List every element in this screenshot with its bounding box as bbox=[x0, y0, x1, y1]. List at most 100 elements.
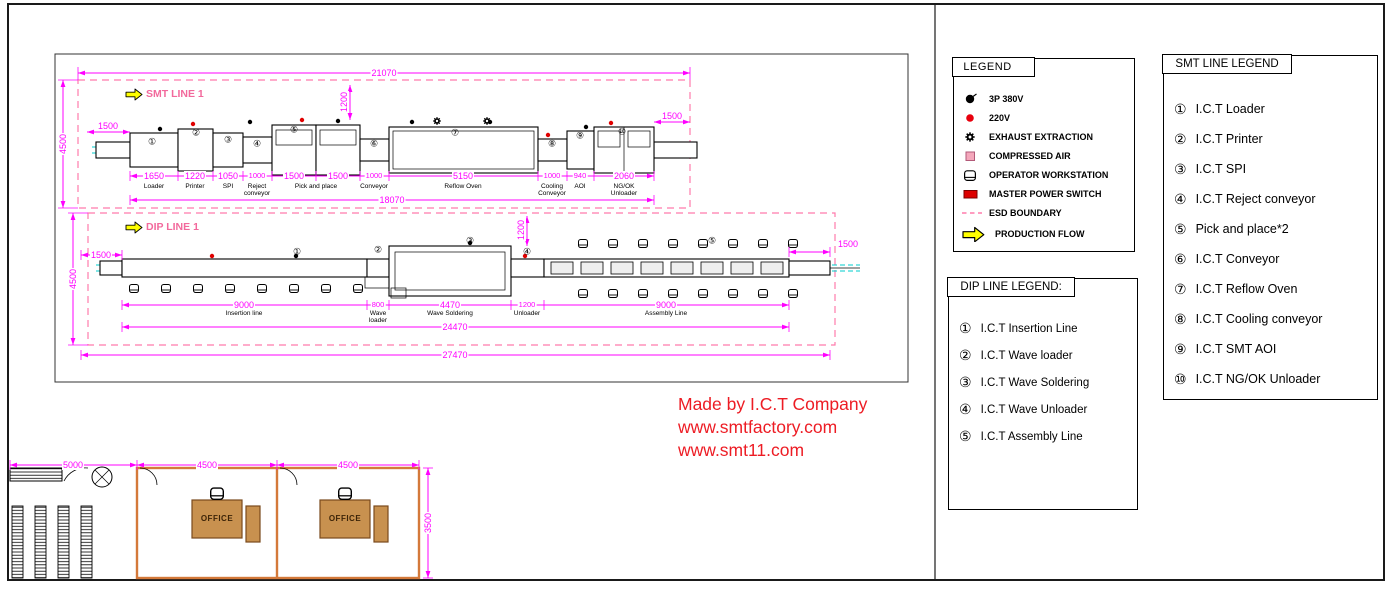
dimension-label: 800 bbox=[370, 300, 386, 310]
item-number: ⑤ bbox=[959, 428, 972, 444]
legend-item: ESD BOUNDARY bbox=[954, 203, 1134, 222]
legend-item-label: I.C.T Reflow Oven bbox=[1195, 282, 1298, 296]
dip-line-legend-title: DIP LINE LEGEND: bbox=[947, 277, 1075, 298]
item-number: ⑨ bbox=[1174, 340, 1187, 357]
legend-item: ② I.C.T Printer bbox=[1164, 124, 1377, 154]
machine-number: ① bbox=[292, 246, 302, 257]
machine-number: ② bbox=[373, 244, 383, 255]
dimension-label: 1650 bbox=[142, 171, 166, 181]
smt-line-legend-box: SMT LINE LEGEND ① I.C.T Loader ② I.C.T P… bbox=[1162, 54, 1378, 400]
dimension-label: 27470 bbox=[441, 350, 469, 360]
machine-number: ⑧ bbox=[547, 138, 557, 149]
smt-line-drawing bbox=[58, 67, 700, 209]
machine-label: SPI bbox=[222, 183, 234, 190]
exhaust-extraction-icon bbox=[964, 131, 976, 142]
legend-item: ⑤ Pick and place*2 bbox=[1164, 214, 1377, 244]
dimension-label: 5000 bbox=[61, 460, 85, 470]
credits-url-smtfactory: www.smtfactory.com bbox=[678, 417, 838, 437]
legend-item-label: I.C.T Wave Soldering bbox=[980, 376, 1090, 389]
legend-item: OPERATOR WORKSTATION bbox=[954, 165, 1134, 184]
legend-item-label: I.C.T Loader bbox=[1195, 102, 1265, 116]
machine-number: ⑤ bbox=[289, 124, 299, 135]
machine-number: ⑤ bbox=[707, 235, 717, 246]
dimension-label: 1200 bbox=[517, 300, 537, 310]
machine-label: Wave Soldering bbox=[427, 310, 473, 317]
credits-company: Made by I.C.T Company bbox=[678, 394, 868, 414]
item-number: ① bbox=[1174, 100, 1187, 117]
dimension-label: 1000 bbox=[542, 171, 562, 181]
office-desk-label: OFFICE bbox=[328, 514, 362, 523]
legend-item: ④ I.C.T Wave Unloader bbox=[949, 396, 1137, 423]
legend-item: ⑦ I.C.T Reflow Oven bbox=[1164, 274, 1377, 304]
item-number: ① bbox=[959, 320, 972, 336]
legend-item-label: MASTER POWER SWITCH bbox=[989, 188, 1102, 199]
machine-number: ① bbox=[147, 136, 157, 147]
legend-item-label: I.C.T NG/OK Unloader bbox=[1195, 372, 1321, 386]
dimension-label: 4500 bbox=[336, 460, 360, 470]
legend-item: ⑥ I.C.T Conveyor bbox=[1164, 244, 1377, 274]
machine-label: Loader bbox=[143, 183, 165, 190]
office-desk-label: OFFICE bbox=[200, 514, 234, 523]
machine-number: ③ bbox=[465, 235, 475, 246]
legend-item: PRODUCTION FLOW bbox=[954, 222, 1134, 246]
item-number: ⑦ bbox=[1174, 280, 1187, 297]
item-number: ⑩ bbox=[1174, 370, 1187, 387]
dimension-label: 2060 bbox=[612, 171, 636, 181]
legend-item-label: COMPRESSED AIR bbox=[989, 150, 1071, 161]
legend-box: LEGEND 3P 380V 220V EXHAUST EXTRACTION C… bbox=[952, 57, 1135, 252]
power-3p-380v-icon bbox=[965, 93, 977, 103]
dimension-label: 1000 bbox=[364, 171, 384, 181]
machine-number: ③ bbox=[223, 134, 233, 145]
power-220v-icon bbox=[966, 113, 974, 122]
legend-item-label: I.C.T Assembly Line bbox=[980, 430, 1083, 443]
credits-url-smt11: www.smt11.com bbox=[678, 440, 805, 460]
legend-item-label: I.C.T Conveyor bbox=[1195, 252, 1280, 266]
operator-workstation-icon bbox=[963, 169, 977, 181]
legend-item: 220V bbox=[954, 108, 1134, 127]
machine-label: Wave loader bbox=[368, 310, 388, 324]
machine-number: ④ bbox=[522, 246, 532, 257]
machine-number: ⑥ bbox=[369, 138, 379, 149]
compressed-air-icon bbox=[965, 151, 975, 161]
machine-label: AOI bbox=[574, 183, 586, 190]
dimension-label: 1500 bbox=[282, 171, 306, 181]
dimension-label: 4500 bbox=[58, 132, 68, 156]
legend-item: EXHAUST EXTRACTION bbox=[954, 127, 1134, 146]
machine-label: Cooling Conveyor bbox=[538, 183, 566, 197]
legend-item-label: I.C.T Insertion Line bbox=[980, 322, 1078, 335]
legend-item-label: I.C.T SMT AOI bbox=[1195, 342, 1277, 356]
dip-line-legend-box: DIP LINE LEGEND: ① I.C.T Insertion Line … bbox=[947, 277, 1138, 510]
dimension-label: 1000 bbox=[247, 171, 267, 181]
legend-item-label: I.C.T Wave loader bbox=[980, 349, 1073, 362]
legend-item-label: Pick and place*2 bbox=[1195, 222, 1289, 236]
item-number: ⑤ bbox=[1174, 220, 1187, 237]
dimension-label: 9000 bbox=[232, 300, 256, 310]
item-number: ④ bbox=[1174, 190, 1187, 207]
dimension-label: 21070 bbox=[370, 68, 398, 78]
machine-label: Reject conveyor bbox=[243, 183, 271, 197]
machine-number: ⑦ bbox=[450, 127, 460, 138]
smt-line-legend-title: SMT LINE LEGEND bbox=[1162, 54, 1292, 75]
legend-item: MASTER POWER SWITCH bbox=[954, 184, 1134, 203]
machine-label: Conveyor bbox=[360, 183, 388, 190]
legend-item: ① I.C.T Loader bbox=[1164, 94, 1377, 124]
legend-item: 3P 380V bbox=[954, 89, 1134, 108]
production-flow-icon bbox=[962, 226, 985, 242]
item-number: ③ bbox=[959, 374, 972, 390]
legend-item: ⑧ I.C.T Cooling conveyor bbox=[1164, 304, 1377, 334]
machine-label: Printer bbox=[185, 183, 205, 190]
dimension-label: 1200 bbox=[516, 218, 526, 242]
dimension-label: 1500 bbox=[326, 171, 350, 181]
machine-label: Reflow Oven bbox=[444, 183, 482, 190]
dimension-label: 3500 bbox=[423, 511, 433, 535]
dimension-label: 9000 bbox=[654, 300, 678, 310]
dimension-label: 1200 bbox=[339, 90, 349, 114]
item-number: ⑧ bbox=[1174, 310, 1187, 327]
legend-item-label: PRODUCTION FLOW bbox=[995, 229, 1085, 239]
legend-item: ⑨ I.C.T SMT AOI bbox=[1164, 334, 1377, 364]
legend-item-label: I.C.T Printer bbox=[1195, 132, 1263, 146]
legend-item-label: OPERATOR WORKSTATION bbox=[989, 169, 1109, 180]
machine-number: ⑨ bbox=[575, 130, 585, 141]
legend-title: LEGEND bbox=[952, 57, 1035, 78]
